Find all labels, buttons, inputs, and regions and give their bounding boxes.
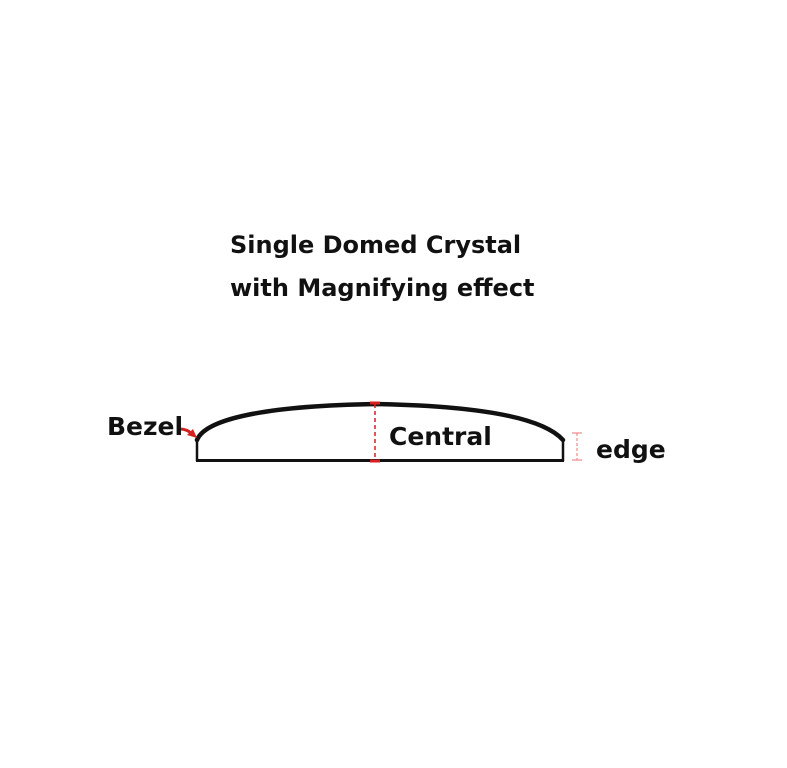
diagram-title: Single Domed Crystal with Magnifying eff…: [230, 224, 535, 310]
crystal-profile: [194, 401, 566, 462]
dome-curve: [194, 401, 566, 443]
label-bezel: Bezel: [107, 412, 184, 441]
title-line-2: with Magnifying effect: [230, 274, 535, 302]
central-thickness-marker: [370, 401, 380, 463]
label-edge: edge: [596, 435, 666, 464]
edge-thickness-marker: [572, 432, 582, 461]
label-central: Central: [389, 422, 492, 451]
title-line-1: Single Domed Crystal: [230, 231, 522, 259]
bezel-arrow: [179, 427, 197, 438]
